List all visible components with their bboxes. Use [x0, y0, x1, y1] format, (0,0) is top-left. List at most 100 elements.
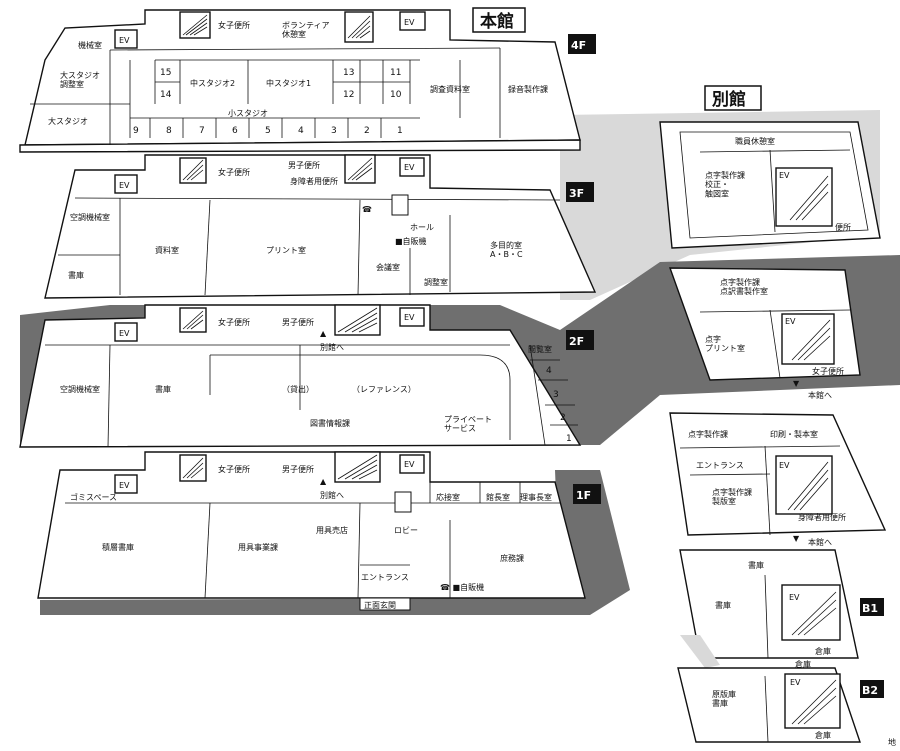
front-entrance-1f: 正面玄関	[364, 600, 396, 610]
floor-badge-1f	[573, 484, 601, 504]
room-materials-3f: 資料室	[155, 245, 179, 255]
area-reference-2f: （レファレンス）	[352, 385, 416, 394]
vending-3f: ■自販機	[395, 236, 427, 246]
room-director-1f: 館長室	[486, 492, 510, 502]
room-plate-b2: 原版庫書庫	[712, 689, 736, 708]
stairs-hatch-icon	[182, 457, 204, 479]
annex-b2: 倉庫 原版庫書庫 EV 倉庫 B2	[677, 635, 884, 743]
room-hall-3f: ホール	[410, 223, 434, 232]
ev-2f: EV	[119, 329, 130, 338]
svg-text:7: 7	[199, 126, 205, 136]
ev-annex-b1: EV	[789, 593, 800, 602]
svg-text:1: 1	[566, 434, 572, 444]
room-braille-proof-annex: 点字製作課校正・触図室	[705, 170, 745, 198]
ev-1f: EV	[119, 481, 130, 490]
room-men-1f: 男子便所	[282, 464, 314, 474]
room-reading-2f: 閲覧室	[528, 344, 552, 354]
stairs-2f-b	[334, 304, 381, 336]
to-main-annex-1: 本館へ	[808, 537, 832, 547]
room-supplies-1f: 用具事業課	[238, 542, 278, 552]
room-small-studio-4f: 小スタジオ	[228, 109, 268, 118]
stairs-hatch-icon	[337, 307, 378, 333]
room-men-2f: 男子便所	[282, 317, 314, 327]
svg-text:8: 8	[166, 126, 172, 136]
area-lobby-1f: ロビー	[394, 526, 418, 535]
ev-annex-1: EV	[779, 461, 790, 470]
room-men-3f: 男子便所	[288, 160, 320, 170]
room-big-studio-ctrl-4f: 大スタジオ調整室	[60, 70, 100, 89]
to-annex-2f: 別館へ	[320, 342, 344, 352]
ev-annex-3: EV	[779, 171, 790, 180]
stairs-hatch-icon	[789, 175, 829, 221]
room-aircon-2f: 空調機械室	[60, 384, 100, 394]
svg-text:10: 10	[390, 90, 402, 100]
booth-numbers-2f: 4 3 2 1	[546, 366, 572, 444]
svg-text:4F: 4F	[571, 39, 586, 52]
down-arrow-icon: ▼	[793, 379, 800, 388]
booth-dividers-4f	[149, 118, 382, 138]
ev-1f-right: EV	[404, 460, 415, 469]
ev-4f-left: EV	[119, 36, 130, 45]
room-aircon-3f: 空調機械室	[70, 212, 110, 222]
floor-badge-b2	[860, 680, 884, 698]
stairs-hatch-icon	[182, 14, 208, 36]
floor-1f: EV 女子便所 男子便所 EV ▲ 別館へ ゴミスペース 応接室 館長室 理事長…	[37, 451, 601, 611]
room-volunteer-4f: ボランティア休憩室	[282, 21, 330, 39]
svg-text:6: 6	[232, 126, 238, 136]
room-women-2f: 女子便所	[218, 317, 250, 327]
svg-text:11: 11	[390, 68, 401, 78]
room-supply-shop-1f: 用具売店	[316, 525, 348, 535]
floor-badge-3f	[566, 182, 594, 202]
floor-shadow-1f	[40, 470, 630, 615]
room-warehouse-b2-top: 倉庫	[795, 659, 811, 669]
stairs-hatch-icon	[182, 159, 204, 181]
room-meeting-3f: 会議室	[376, 262, 400, 272]
room-storage-b1-top: 書庫	[748, 560, 764, 570]
annex-building-title: 別館	[711, 89, 746, 110]
room-braille-annex-1: 点字製作課	[688, 429, 728, 439]
stairs-hatch-icon	[337, 454, 378, 480]
room-research-4f: 調査資料室	[430, 84, 470, 94]
to-annex-1f: 別館へ	[320, 490, 344, 500]
room-mid-studio1-4f: 中スタジオ1	[266, 78, 311, 88]
stairs-hatch-icon	[347, 157, 373, 181]
room-warehouse-b1: 倉庫	[815, 646, 831, 656]
room-mid-studio2-4f: 中スタジオ2	[190, 78, 235, 88]
room-recording-4f: 録音製作課	[508, 84, 548, 94]
ev-3f: EV	[119, 181, 130, 190]
ev-3f-right: EV	[404, 163, 415, 172]
svg-text:4: 4	[546, 366, 552, 376]
svg-text:14: 14	[160, 90, 172, 100]
stairs-hatch-icon	[791, 591, 837, 636]
room-braille-books-annex: 点字製作課点訳書製作室	[720, 277, 768, 296]
ev-annex-2: EV	[785, 317, 796, 326]
floor-badge-4f	[568, 34, 596, 54]
room-storage-3f: 書庫	[68, 270, 84, 280]
up-arrow-icon: ▲	[320, 329, 327, 338]
area-lending-2f: （貸出）	[282, 384, 314, 394]
corner-glyph: 地	[888, 737, 896, 747]
svg-text:B1: B1	[862, 602, 878, 615]
svg-text:2F: 2F	[569, 335, 584, 348]
ev-4f-right: EV	[404, 18, 415, 27]
svg-text:9: 9	[133, 126, 139, 136]
booth-numbers-4f: 15 14 13 12 11 10 9 8 7 6 5 4 3 2 1	[133, 68, 403, 136]
room-info-2f: 図書情報課	[310, 418, 350, 428]
annex-title-box	[704, 85, 762, 111]
up-arrow-icon: ▲	[320, 477, 327, 486]
main-building-title: 本館	[480, 11, 514, 32]
room-chairman-1f: 理事長室	[520, 492, 552, 502]
corridor-2f	[210, 354, 511, 440]
room-adjust-3f: 調整室	[424, 277, 448, 287]
to-main-annex-2: 本館へ	[808, 390, 832, 400]
annex-b1: 書庫 書庫 EV 倉庫 B1	[679, 549, 884, 659]
room-women-3f: 女子便所	[218, 167, 250, 177]
room-layered-1f: 積層書庫	[102, 542, 134, 552]
phone-icon: ☎	[362, 205, 372, 214]
vending-1f: ☎ ■自販機	[440, 582, 484, 592]
floor-badge-2f	[566, 330, 594, 350]
svg-text:1: 1	[397, 126, 403, 136]
area-private-2f: プライベートサービス	[444, 415, 492, 433]
annex-1: 点字製作課 印刷・製本室 エントランス EV 点字製作課製版室 身障者用便所 ▼…	[669, 412, 887, 547]
